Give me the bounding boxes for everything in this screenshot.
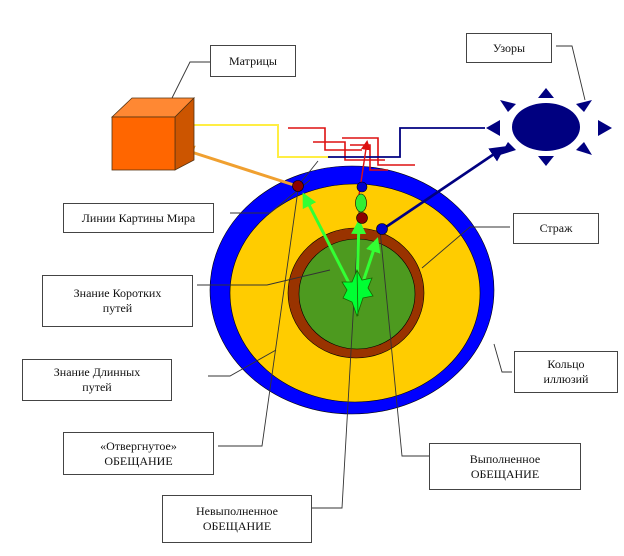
label-text: путей <box>102 301 133 315</box>
label-text: Узоры <box>492 40 526 55</box>
leader-rejected <box>218 189 299 447</box>
red-lines <box>288 127 415 171</box>
label-short-paths: Знание Коротких путей <box>42 275 193 327</box>
leader-patterns <box>556 45 586 101</box>
label-fulfilled-promise: Выполненное ОБЕЩАНИЕ <box>429 443 581 490</box>
label-unfulfilled-promise: Невыполненное ОБЕЩАНИЕ <box>162 495 312 543</box>
label-world-picture-lines: Линии Картины Мира <box>63 203 214 233</box>
label-text: ОБЕЩАНИЕ <box>202 519 272 533</box>
green-arrow-right <box>360 237 381 286</box>
navy-link <box>328 127 485 158</box>
label-rejected-promise: «Отвергнутое» ОБЕЩАНИЕ <box>63 432 214 475</box>
leader-long-paths <box>208 349 277 377</box>
label-text: путей <box>82 380 112 394</box>
orange-arrow <box>179 145 298 188</box>
navy-arrow <box>382 146 506 231</box>
label-guardian: Страж <box>513 213 599 244</box>
label-text: «Отвергнутое» <box>100 438 177 453</box>
red-arrow <box>357 140 371 203</box>
label-text: Линии Картины Мира <box>81 210 196 225</box>
label-patterns: Узоры <box>466 33 552 63</box>
patterns-sun-icon <box>486 88 612 166</box>
green-arrow-left <box>302 192 352 286</box>
label-text: Кольцо <box>547 357 585 371</box>
label-text: Страж <box>539 221 573 235</box>
matrices-cube-icon <box>110 97 195 171</box>
label-text: Знание Коротких <box>73 286 162 300</box>
label-text: ОБЕЩАНИЕ <box>104 453 173 468</box>
label-matrices: Матрицы <box>210 45 296 77</box>
label-text: ОБЕЩАНИЕ <box>470 466 540 481</box>
label-text: Выполненное <box>469 451 541 466</box>
node-green-oval <box>355 193 367 213</box>
label-illusion-ring: Кольцо иллюзий <box>514 351 618 393</box>
label-text: Знание Длинных <box>53 365 141 379</box>
node-unfulfilled <box>356 212 368 224</box>
node-fulfilled <box>376 223 388 235</box>
label-text: Матрицы <box>229 53 277 68</box>
leader-guardian <box>421 226 510 269</box>
label-text: иллюзий <box>543 372 589 386</box>
leader-illusion <box>493 343 512 373</box>
label-text: Невыполненное <box>195 504 279 518</box>
leader-short-paths <box>197 269 331 286</box>
node-rejected <box>292 180 304 192</box>
label-long-paths: Знание Длинных путей <box>22 359 172 401</box>
yellow-link <box>193 124 330 158</box>
node-top-blue <box>356 181 368 193</box>
leader-matrices <box>171 61 210 99</box>
